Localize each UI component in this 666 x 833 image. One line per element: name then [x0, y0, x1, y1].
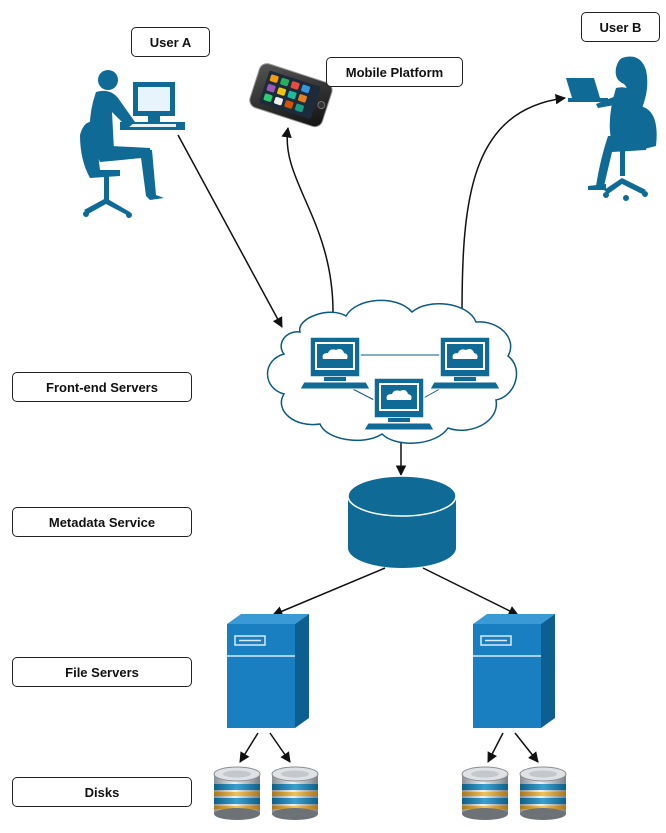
arrow-frontend-to-user-b: [461, 93, 567, 316]
file-servers-label: File Servers: [12, 657, 192, 687]
connection-arrows: [177, 93, 567, 763]
cloud-icon: [266, 299, 518, 444]
user-a-label: User A: [131, 27, 210, 57]
arrow-user-a-to-frontend: [177, 134, 283, 328]
file-server-2-icon: [472, 613, 556, 729]
user-b-label: User B: [581, 12, 660, 42]
disk-1-icon: [213, 766, 261, 821]
disks-label: Disks: [12, 777, 192, 807]
arrow-frontend-to-mobile: [281, 126, 334, 313]
front-end-servers-label: Front-end Servers: [12, 372, 192, 402]
file-server-1-icon: [226, 613, 310, 729]
arrow-metadata-to-file-server-2: [422, 567, 519, 616]
arrow-file-server-2-to-disk-4: [514, 732, 539, 763]
smartphone-icon: [249, 63, 333, 128]
front-end-servers-cluster: [266, 299, 518, 444]
disk-4-icon: [519, 766, 567, 821]
arrow-file-server-2-to-disk-3: [487, 732, 504, 763]
database-cylinder-icon: [347, 475, 457, 568]
person-with-laptop-icon: [566, 56, 657, 201]
arrow-metadata-to-file-server-1: [272, 567, 386, 617]
arrow-file-server-1-to-disk-2: [269, 732, 291, 763]
mobile-platform-label: Mobile Platform: [326, 57, 463, 87]
arrow-file-server-1-to-disk-1: [239, 732, 259, 763]
disk-2-icon: [271, 766, 319, 821]
disk-3-icon: [461, 766, 509, 821]
person-at-desktop-computer-icon: [80, 70, 185, 218]
metadata-service-label: Metadata Service: [12, 507, 192, 537]
